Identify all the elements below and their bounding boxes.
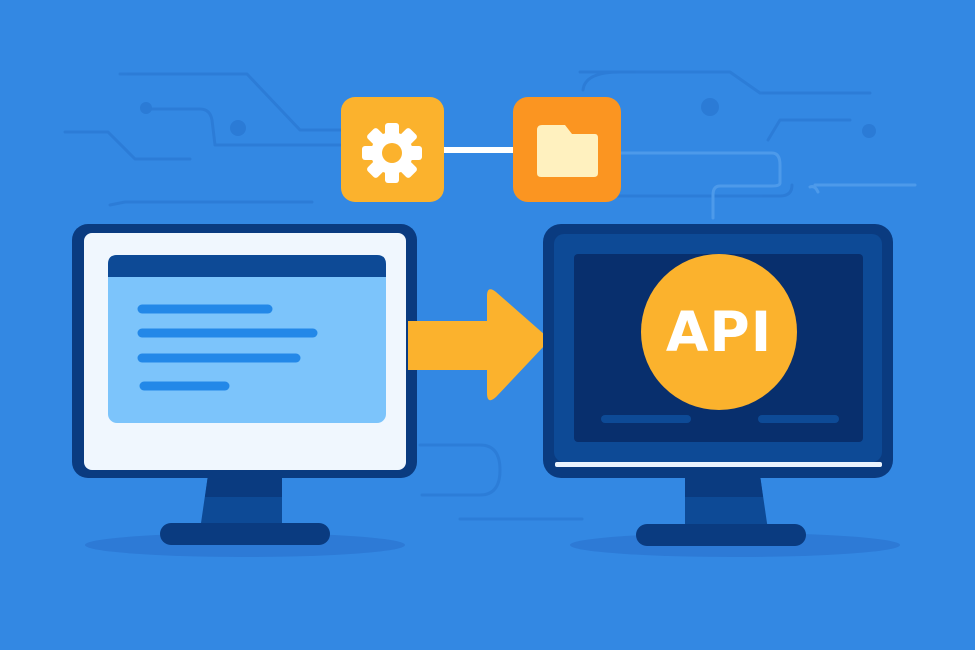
api-badge-label: API bbox=[665, 300, 773, 364]
circuit-lines-background bbox=[63, 70, 872, 521]
client-monitor bbox=[72, 224, 417, 557]
circuit-nodes bbox=[140, 98, 876, 138]
api-badge bbox=[641, 254, 797, 410]
circuit-lines-light bbox=[618, 151, 917, 220]
folder-icon bbox=[513, 97, 621, 202]
arrow-right-icon bbox=[408, 289, 548, 401]
api-monitor bbox=[543, 224, 900, 557]
gear-icon bbox=[341, 97, 444, 202]
client-app-window bbox=[108, 255, 386, 423]
